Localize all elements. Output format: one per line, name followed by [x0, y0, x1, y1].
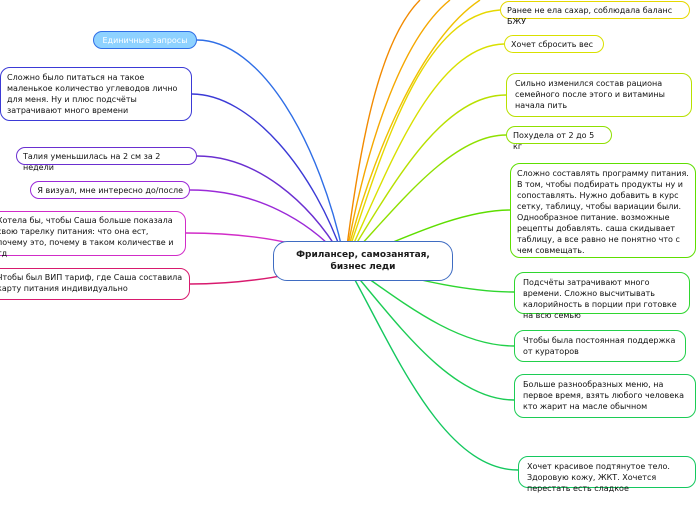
- connector-r2: [344, 43, 505, 263]
- node-r5[interactable]: Сложно составлять программу питания. В т…: [510, 163, 696, 258]
- node-label: Похудела от 2 до 5 кг: [513, 131, 595, 151]
- node-l5[interactable]: Хотела бы, чтобы Саша больше показала св…: [0, 211, 186, 258]
- connector-r3: [344, 94, 507, 263]
- node-label: Больше разнообразных меню, на первое вре…: [523, 380, 684, 411]
- node-r8[interactable]: Больше разнообразных меню, на первое вре…: [514, 374, 696, 418]
- node-label: Сильно изменился состав рациона семейног…: [515, 79, 665, 110]
- connector-l3: [196, 155, 346, 263]
- node-r4[interactable]: Похудела от 2 до 5 кг: [506, 126, 612, 151]
- node-label: Хочет сбросить вес: [511, 40, 594, 49]
- connector-offscreen-1: [344, 0, 421, 263]
- node-r6[interactable]: Подсчёты затрачивают много времени. Слож…: [514, 272, 690, 320]
- node-label: Ранее не ела сахар, соблюдала баланс БЖУ: [507, 6, 673, 26]
- node-label: Чтобы была постоянная поддержка от курат…: [523, 336, 676, 356]
- node-label: Талия уменьшилась на 2 см за 2 недели: [23, 152, 161, 172]
- node-l3[interactable]: Талия уменьшилась на 2 см за 2 недели: [16, 147, 197, 172]
- node-label: Чтобы был ВИП тариф, где Саша составила …: [0, 273, 183, 293]
- node-r2[interactable]: Хочет сбросить вес: [504, 35, 604, 53]
- connector-r9: [344, 261, 519, 471]
- node-r7[interactable]: Чтобы была постоянная поддержка от курат…: [514, 330, 686, 362]
- central-topic-label: Фрилансер, самозанятая, бизнес леди: [296, 250, 430, 272]
- node-l6[interactable]: Чтобы был ВИП тариф, где Саша составила …: [0, 268, 190, 300]
- node-l1[interactable]: Единичные запросы: [93, 31, 197, 49]
- connector-l2: [191, 93, 346, 263]
- node-label: Подсчёты затрачивают много времени. Слож…: [523, 278, 677, 320]
- connector-offscreen-2: [344, 0, 451, 263]
- connector-offscreen-3: [344, 0, 481, 263]
- node-label: Я визуал, мне интересно до/после: [37, 186, 183, 195]
- node-label: Единичные запросы: [102, 36, 188, 45]
- central-topic[interactable]: Фрилансер, самозанятая, бизнес леди: [273, 241, 453, 281]
- connector-r8: [344, 261, 515, 401]
- node-l2[interactable]: Сложно было питаться на такое маленькое …: [0, 67, 192, 121]
- node-r9[interactable]: Хочет красивое подтянутое тело. Здоровую…: [518, 456, 696, 493]
- connector-l1: [196, 39, 346, 263]
- connector-r1: [344, 9, 501, 263]
- node-r1[interactable]: Ранее не ела сахар, соблюдала баланс БЖУ: [500, 1, 690, 26]
- node-label: Сложно было питаться на такое маленькое …: [7, 73, 178, 115]
- node-label: Хочет красивое подтянутое тело. Здоровую…: [527, 462, 670, 493]
- node-l4[interactable]: Я визуал, мне интересно до/после: [30, 181, 190, 199]
- node-label: Сложно составлять программу питания. В т…: [517, 169, 689, 255]
- node-label: Хотела бы, чтобы Саша больше показала св…: [0, 216, 174, 258]
- node-r3[interactable]: Сильно изменился состав рациона семейног…: [506, 73, 692, 117]
